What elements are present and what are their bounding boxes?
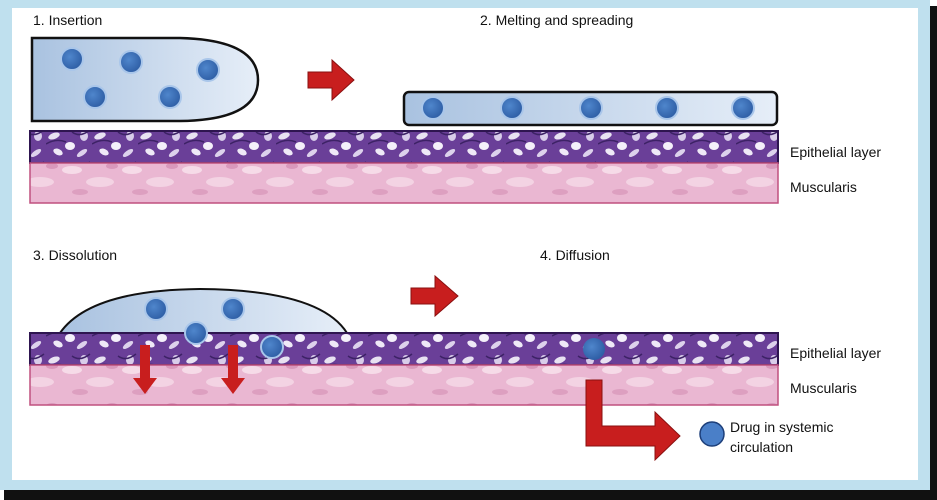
legend-line-2: circulation [730, 439, 793, 455]
drug-particle [221, 297, 245, 321]
epithelial-layer-bottom [29, 332, 779, 366]
suppository-intact [30, 36, 260, 123]
legend-line-1: Drug in systemic [730, 419, 833, 435]
muscularis-label-bottom: Muscularis [790, 380, 857, 396]
drug-particle [579, 96, 603, 120]
drug-particle [260, 335, 284, 359]
epithelial-label-top: Epithelial layer [790, 144, 881, 160]
down-arrow-icon [221, 345, 245, 394]
l-arrow-icon [585, 379, 681, 462]
step-4-label: 4. Diffusion [540, 247, 610, 263]
drug-particle [500, 96, 524, 120]
right-arrow-icon [410, 274, 459, 318]
drug-particle [60, 47, 84, 71]
drug-particle [421, 96, 445, 120]
drug-particle-absorbed [583, 338, 605, 360]
muscularis-layer-bottom [29, 364, 779, 406]
right-arrow-icon [307, 58, 355, 102]
step-2-label: 2. Melting and spreading [480, 12, 633, 28]
muscularis-label-top: Muscularis [790, 179, 857, 195]
dissolution-particles [144, 297, 284, 359]
epithelial-layer-top [29, 130, 779, 164]
drug-particle [83, 85, 107, 109]
down-arrow-icon [133, 345, 157, 394]
drug-legend-dot-icon [699, 421, 725, 447]
drug-particle [119, 50, 143, 74]
drug-particle [144, 297, 168, 321]
step-3-label: 3. Dissolution [33, 247, 117, 263]
muscularis-layer-top [29, 162, 779, 204]
drug-particle [196, 58, 220, 82]
epithelial-label-bottom: Epithelial layer [790, 345, 881, 361]
drug-particle [158, 85, 182, 109]
step-1-label: 1. Insertion [33, 12, 102, 28]
drug-particle [184, 321, 208, 345]
suppository-melted [402, 90, 779, 127]
drug-particle [731, 96, 755, 120]
drug-particle [655, 96, 679, 120]
dissolving-gel-dome [58, 287, 349, 334]
